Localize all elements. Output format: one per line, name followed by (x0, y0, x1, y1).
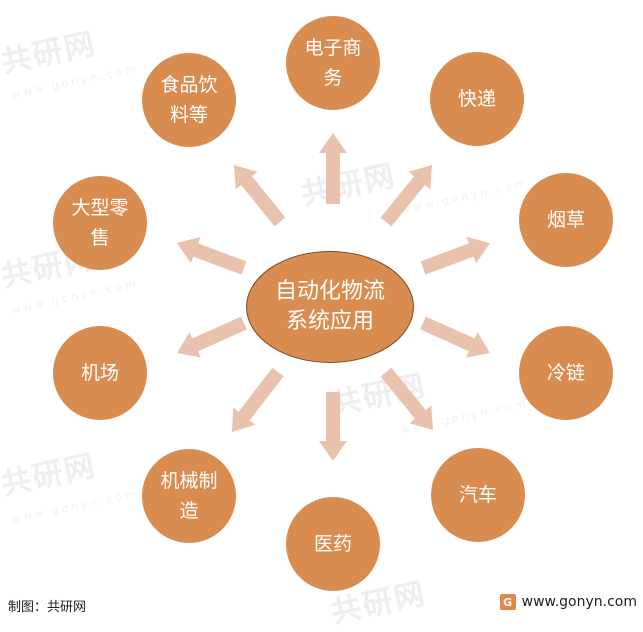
node-label: 快递 (457, 88, 496, 110)
node-label: 机械制造 (160, 470, 218, 522)
node-tobacco: 烟草 (519, 173, 613, 267)
arrow-to-retail (177, 236, 247, 275)
site-credit: G www.gonyn.com (499, 594, 637, 610)
node-label: 汽车 (458, 484, 497, 506)
node-food-beverage: 食品饮料等 (142, 53, 236, 147)
node-label: 机场 (80, 362, 119, 384)
site-url: www.gonyn.com (521, 594, 637, 610)
logo-icon: G (499, 594, 516, 610)
arrow-to-tobacco (420, 236, 490, 275)
arrow-to-airport (177, 316, 247, 358)
node-label: 大型零售 (71, 197, 129, 249)
node-automotive: 汽车 (431, 448, 525, 542)
node-express: 快递 (430, 52, 524, 146)
arrow-to-automotive (380, 367, 433, 430)
source-note: 制图：共研网 (8, 600, 87, 615)
arrow-to-ecommerce (319, 133, 347, 204)
arrow-to-machinery (232, 367, 284, 432)
node-label: 冷链 (546, 362, 585, 384)
node-cold-chain: 冷链 (519, 326, 613, 420)
node-label: 电子商务 (304, 37, 362, 89)
node-label: 烟草 (546, 209, 585, 231)
center-label: 自动化物流系统应用 (274, 279, 385, 334)
node-label: 医药 (313, 533, 352, 555)
node-pharma: 医药 (286, 497, 380, 591)
arrow-to-pharma (319, 392, 347, 461)
arrow-to-express (380, 165, 432, 227)
node-label: 食品饮料等 (160, 74, 218, 126)
node-airport: 机场 (53, 326, 147, 420)
node-machinery: 机械制造 (142, 449, 236, 543)
node-ecommerce: 电子商务 (286, 16, 380, 110)
arrow-to-cold-chain (420, 316, 490, 358)
center-node: 自动化物流系统应用 (246, 251, 414, 363)
node-retail: 大型零售 (53, 176, 147, 270)
arrow-to-food-beverage (234, 165, 286, 227)
